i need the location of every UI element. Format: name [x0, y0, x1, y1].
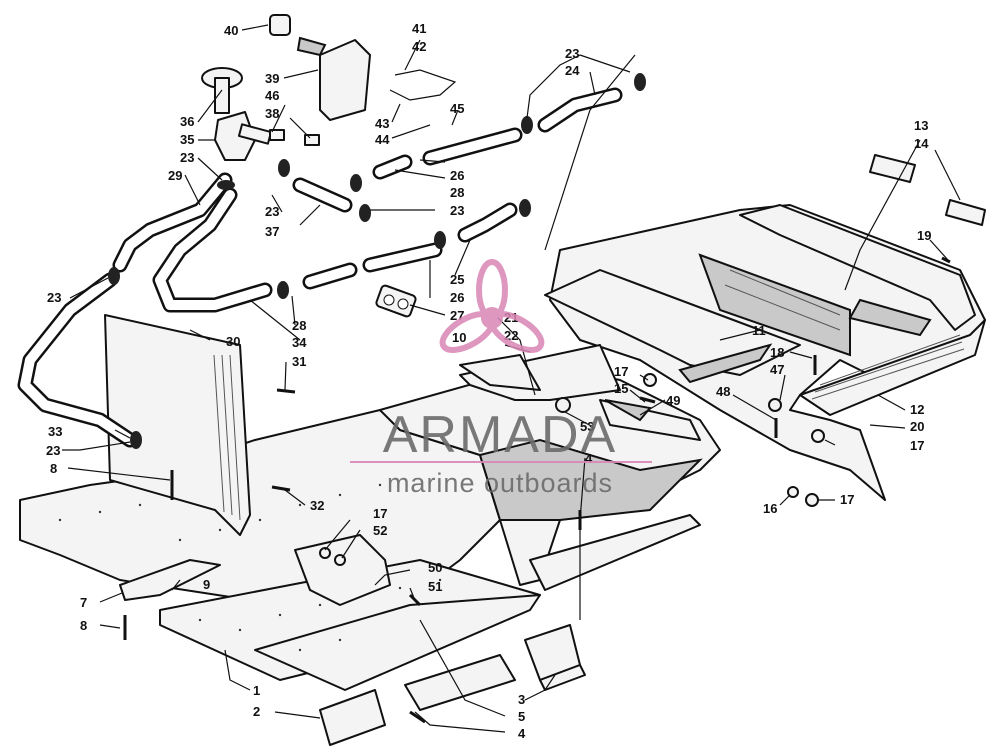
callout-10: 10: [452, 330, 466, 345]
callout-25: 25: [450, 272, 464, 287]
tube-26-lower: [362, 242, 443, 273]
callout-32: 32: [310, 498, 324, 513]
watermark-logo-icon: [439, 259, 545, 353]
plate-2-part: [319, 689, 386, 746]
tube-37: [292, 177, 353, 213]
hose-34: [152, 187, 273, 313]
tube-26-upper: [422, 127, 523, 166]
callout-17-lower: 17: [840, 492, 854, 507]
callout-14: 14: [914, 136, 929, 151]
callout-45: 45: [450, 101, 464, 116]
bracket-7-part: [119, 559, 221, 601]
callout-52: 52: [373, 523, 387, 538]
callout-15: 15: [614, 381, 628, 396]
callout-8-bottom: 8: [80, 618, 87, 633]
callout-23-bottom: 23: [46, 443, 60, 458]
callout-18: 18: [770, 345, 784, 360]
leader-lines: [62, 24, 961, 733]
thermostat-housing-part: [201, 67, 273, 161]
callout-40: 40: [224, 23, 238, 38]
callout-50: 50: [428, 560, 442, 575]
bumper-hatching: [724, 269, 965, 400]
callout-16: 16: [763, 501, 777, 516]
callout-41: 41: [412, 21, 426, 36]
fittings-38-46: [269, 129, 320, 146]
callout-23-left: 23: [47, 290, 61, 305]
callout-3: 3: [518, 692, 525, 707]
callout-28-upper: 28: [450, 185, 464, 200]
bracket-3-part: [524, 624, 586, 691]
overflow-bottle-part: [269, 14, 371, 121]
callout-34: 34: [292, 335, 307, 350]
callout-31: 31: [292, 354, 306, 369]
callout-8-top: 8: [50, 461, 57, 476]
coupler-27-part: [375, 284, 417, 318]
hose-clamps: [108, 73, 646, 449]
callout-28-lower: 28: [292, 318, 306, 333]
tube-28-lower: [302, 262, 358, 290]
callout-23-right: 23: [450, 203, 464, 218]
tube-28-upper: [372, 154, 413, 180]
watermark-tagline: marine outboards: [387, 468, 613, 498]
plate-5-part: [404, 654, 516, 711]
callout-23-top: 23: [565, 46, 579, 61]
callout-49: 49: [666, 393, 680, 408]
callout-36: 36: [180, 114, 194, 129]
wire-42: [389, 69, 457, 101]
callout-38: 38: [265, 106, 279, 121]
heat-exchanger-part: [104, 314, 251, 536]
callout-11: 11: [752, 323, 766, 338]
rear-plate-part: [544, 269, 801, 384]
callout-48: 48: [716, 384, 730, 399]
callout-35: 35: [180, 132, 194, 147]
watermark-brand: ARMADA: [383, 406, 617, 464]
hose-24: [537, 87, 623, 133]
callout-2: 2: [253, 704, 260, 719]
hose-25: [457, 202, 518, 243]
hose-29: [112, 172, 233, 273]
callout-29: 29: [168, 168, 182, 183]
callout-43: 43: [375, 116, 389, 131]
callout-7: 7: [80, 595, 87, 610]
callout-19: 19: [917, 228, 931, 243]
callout-30: 30: [226, 334, 240, 349]
tail-lenses-13-14: [869, 154, 986, 226]
callout-17-right: 17: [910, 438, 924, 453]
callout-44: 44: [375, 132, 390, 147]
callout-1: 1: [253, 683, 260, 698]
callout-37: 37: [265, 224, 279, 239]
callout-26-lower: 26: [450, 290, 464, 305]
callout-17-hinge: 17: [373, 506, 387, 521]
callout-23-thermo: 23: [180, 150, 194, 165]
callout-26-upper: 26: [450, 168, 464, 183]
callout-51: 51: [428, 579, 442, 594]
callout-39: 39: [265, 71, 279, 86]
callout-5: 5: [518, 709, 525, 724]
callout-42: 42: [412, 39, 426, 54]
hose-33: [17, 272, 138, 448]
bracket-10-part: [459, 354, 541, 391]
callout-33: 33: [48, 424, 62, 439]
callout-17-hitch: 17: [614, 364, 628, 379]
hinge-50-part: [294, 534, 391, 606]
heat-exchanger-ribs: [213, 354, 241, 521]
callout-53: 53: [580, 419, 594, 434]
callout-12: 12: [910, 402, 924, 417]
callout-9: 9: [203, 577, 210, 592]
callout-13: 13: [914, 118, 928, 133]
callout-47: 47: [770, 362, 784, 377]
callout-4-mid: 4: [585, 451, 593, 466]
callout-4-bottom: 4: [518, 726, 526, 741]
callout-20: 20: [910, 419, 924, 434]
callout-24: 24: [565, 63, 580, 78]
callout-labels: 40 39 41 42 43 44 45 23 24 46 38 36 35 2…: [46, 21, 931, 741]
callout-23-mid: 23: [265, 204, 279, 219]
callout-46: 46: [265, 88, 279, 103]
